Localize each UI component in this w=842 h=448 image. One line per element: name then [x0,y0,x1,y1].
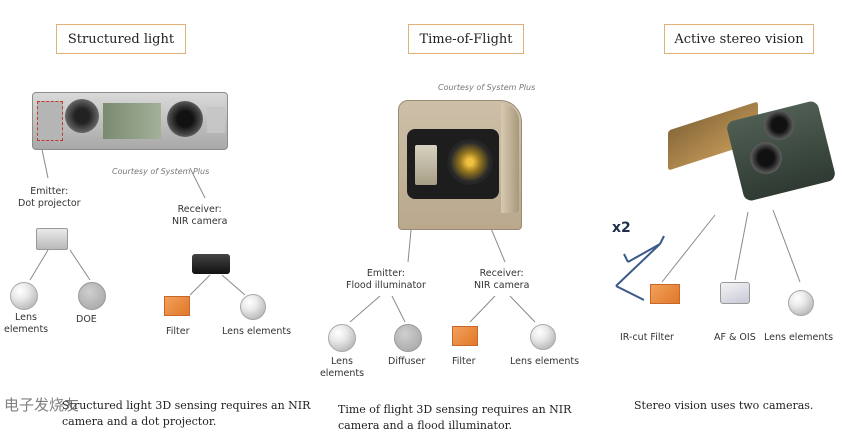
active-stereo-lens-icon [788,290,814,316]
time-of-flight-component-3: Filter [452,356,476,367]
time-of-flight-component-2: Diffuser [388,356,426,367]
time-of-flight-component-1: Lens elements [319,356,365,379]
structured-light-title: Structured light [56,24,186,54]
time-of-flight-lens-icon-1 [328,324,356,352]
structured-light-emitter-label: Emitter: Dot projector [18,186,81,209]
doe-icon [78,282,106,310]
time-of-flight-courtesy: Courtesy of System Plus [438,83,536,92]
structured-light-component-4: Lens elements [222,326,292,337]
ir-cut-filter-icon [650,284,680,304]
time-of-flight-lens-icon-2 [530,324,556,350]
structured-light-caption-line2: camera and a dot projector. [62,415,217,428]
structured-light-receiver-label: Receiver: NIR camera [172,204,228,227]
time-of-flight-caption-line2: camera and a flood illuminator. [338,419,513,432]
nir-camera-image [192,254,230,274]
active-stereo-component-1: IR-cut Filter [620,332,674,343]
stereo-multiplier: x2 [612,220,631,236]
time-of-flight-receiver-label: Receiver: NIR camera [474,268,530,291]
watermark-text: 电子发烧友 [4,396,80,414]
time-of-flight-title: Time-of-Flight [408,24,524,54]
active-stereo-module-image [668,96,840,206]
active-stereo-component-3: Lens elements [764,332,834,343]
structured-light-lens-icon-1 [10,282,38,310]
time-of-flight-caption-line1: Time of flight 3D sensing requires an NI… [338,403,572,416]
time-of-flight-emitter-label: Emitter: Flood illuminator [346,268,426,291]
af-ois-icon [720,282,750,304]
diffuser-icon [394,324,422,352]
structured-light-caption-line1: Structured light 3D sensing requires an … [62,399,311,412]
active-stereo-title: Active stereo vision [664,24,814,54]
structured-light-courtesy: Courtesy of System Plus [112,167,210,176]
structured-light-filter-icon [164,296,190,316]
structured-light-component-1: Lens elements [4,312,49,335]
active-stereo-caption: Stereo vision uses two cameras. [634,399,814,412]
active-stereo-component-2: AF & OIS [714,332,756,343]
structured-light-lens-icon-2 [240,294,266,320]
time-of-flight-component-4: Lens elements [510,356,580,367]
structured-light-component-2: DOE [76,314,97,325]
time-of-flight-module-image [398,100,522,230]
structured-light-component-3: Filter [166,326,190,337]
structured-light-module-image [32,92,228,150]
time-of-flight-filter-icon [452,326,478,346]
dot-projector-image [36,228,68,250]
